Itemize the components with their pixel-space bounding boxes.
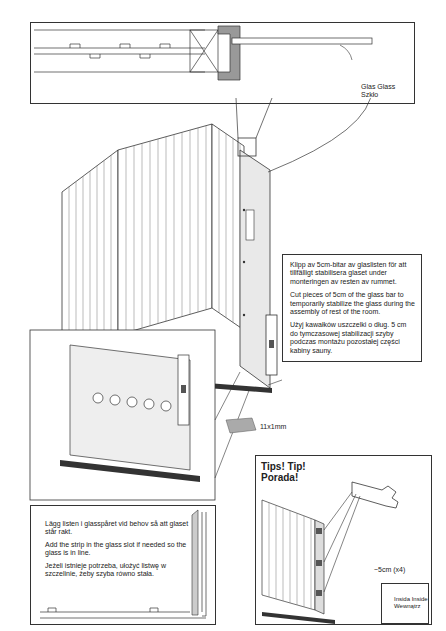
note-box: Klipp av 5cm-bitar av glaslisten för att… xyxy=(282,254,422,362)
detail-inset: Glas Glass Szkło xyxy=(30,22,415,104)
inside-inset: Insida Inside Wewnątrz xyxy=(381,583,429,624)
note-text: Cut pieces of 5cm of the glass bar to te… xyxy=(290,291,415,316)
note-text: Klipp av 5cm-bitar av glaslisten för att… xyxy=(290,261,415,286)
leader-line xyxy=(324,492,360,592)
floor-profile xyxy=(40,608,206,618)
note-box: Lägg listen i glasspåret vid behov så at… xyxy=(30,505,216,625)
leader-line xyxy=(236,98,238,138)
seal-profile xyxy=(352,482,398,508)
note-text: Glas Glass Szkło xyxy=(361,83,401,100)
wall-section xyxy=(262,500,315,610)
leader-line xyxy=(340,45,352,60)
spirit-level xyxy=(178,355,189,425)
strip-piece xyxy=(226,418,256,433)
leader-line xyxy=(268,380,282,385)
right-wall xyxy=(212,124,244,330)
note-text: Jeżeli istnieje potrzeba, ułożyć listwę … xyxy=(45,562,193,579)
glass-edge xyxy=(232,38,372,44)
leader-line xyxy=(215,388,250,478)
detail-marker xyxy=(238,138,256,156)
note-text: ~5cm (x4) xyxy=(374,566,424,574)
note-text: Add the strip in the glass slot if neede… xyxy=(45,541,193,558)
glass-panel xyxy=(70,345,190,470)
leader-line xyxy=(268,88,372,172)
leader-line xyxy=(215,372,240,420)
glass-slot-profile xyxy=(192,510,198,615)
glass-panel xyxy=(240,150,270,388)
note-text: Użyj kawałków uszczelki o dług. 5 cm do … xyxy=(290,321,415,355)
spirit-level xyxy=(246,210,254,240)
tip-heading: Tips! Tip! Porada! xyxy=(261,461,321,483)
detail-inset xyxy=(30,330,215,500)
floor-strip xyxy=(262,612,335,624)
level-bubble xyxy=(269,340,274,348)
glass-panel xyxy=(315,520,324,614)
dimension: 11x1mm xyxy=(260,423,286,431)
spirit-level xyxy=(266,315,277,375)
plank-profile xyxy=(34,30,218,72)
frame-profile xyxy=(218,26,240,80)
panel-holes xyxy=(93,393,171,411)
back-wall xyxy=(118,124,212,335)
leader-line xyxy=(256,98,272,138)
floor-strip xyxy=(60,460,200,482)
panel-dots xyxy=(243,209,245,316)
tip-box: Tips! Tip! Porada! ~5cm (x4) Insida Inside… xyxy=(255,455,432,625)
note-text: Insida Inside Wewnątrz xyxy=(394,596,428,610)
note-text: Lägg listen i glasspåret vid behov så at… xyxy=(45,520,193,537)
